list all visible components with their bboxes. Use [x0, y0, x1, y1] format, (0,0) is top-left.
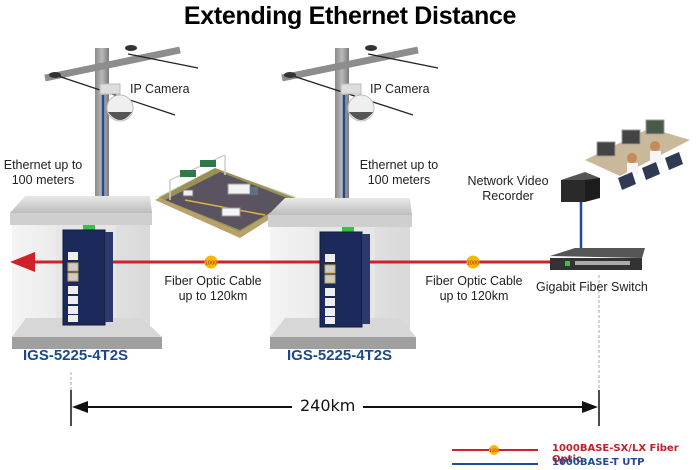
utility-pole-2 — [281, 45, 439, 240]
fiber-badge-2: 1000 — [466, 255, 480, 269]
fiber-label-line-1: Fiber Optic Cable — [164, 274, 262, 288]
svg-text:1000: 1000 — [489, 448, 500, 453]
ip-camera-1-icon — [99, 83, 134, 122]
ip-camera-2-icon — [340, 83, 375, 122]
nvr-label-line-2: Recorder — [482, 189, 534, 203]
svg-text:1000: 1000 — [205, 261, 218, 267]
ip-camera-2-label: IP Camera — [370, 82, 430, 96]
industrial-switch-1 — [62, 225, 113, 326]
ethernet-distance-label-2: Ethernet up to 100 meters — [354, 158, 444, 188]
gigabit-fiber-switch-label: Gigabit Fiber Switch — [536, 280, 648, 294]
fiber-link-2-label: Fiber Optic Cable up to 120km — [416, 274, 532, 304]
diagram-title: Extending Ethernet Distance — [183, 2, 517, 30]
gigabit-fiber-switch-icon — [550, 248, 645, 270]
switch-model-label-2: IGS-5225-4T2S — [287, 347, 393, 364]
legend-utp-label: 1000BASE-T UTP — [552, 457, 645, 468]
switch-model-label-1: IGS-5225-4T2S — [23, 347, 129, 364]
control-room-illustration — [585, 119, 690, 190]
highway-illustration — [155, 154, 300, 238]
industrial-switch-2 — [319, 227, 370, 328]
fiber-label-line-1: Fiber Optic Cable — [425, 274, 523, 288]
legend-fiber-label: 1000BASE-SX/LX Fiber Optic — [552, 443, 679, 465]
fiber-label-line-2: up to 120km — [439, 289, 509, 303]
nvr-label: Network Video Recorder — [458, 174, 558, 204]
total-distance-label: 240km — [292, 396, 364, 415]
nvr-label-line-1: Network Video — [467, 174, 549, 188]
ethernet-distance-label-1: Ethernet up to 100 meters — [0, 158, 86, 188]
ethernet-label-line-2: 100 meters — [367, 173, 431, 187]
fiber-arrowhead-icon — [10, 252, 35, 272]
nvr-device-icon — [561, 172, 600, 255]
fiber-link-1-label: Fiber Optic Cable up to 120km — [155, 274, 271, 304]
legend-fiber-line: 1000 — [452, 445, 538, 455]
ip-camera-1-label: IP Camera — [130, 82, 190, 96]
ethernet-label-line-1: Ethernet up to — [3, 158, 83, 172]
fiber-badge-1: 1000 — [204, 255, 218, 269]
ethernet-label-line-1: Ethernet up to — [359, 158, 439, 172]
svg-text:1000: 1000 — [467, 261, 480, 267]
fiber-label-line-2: up to 120km — [178, 289, 248, 303]
ethernet-label-line-2: 100 meters — [11, 173, 75, 187]
